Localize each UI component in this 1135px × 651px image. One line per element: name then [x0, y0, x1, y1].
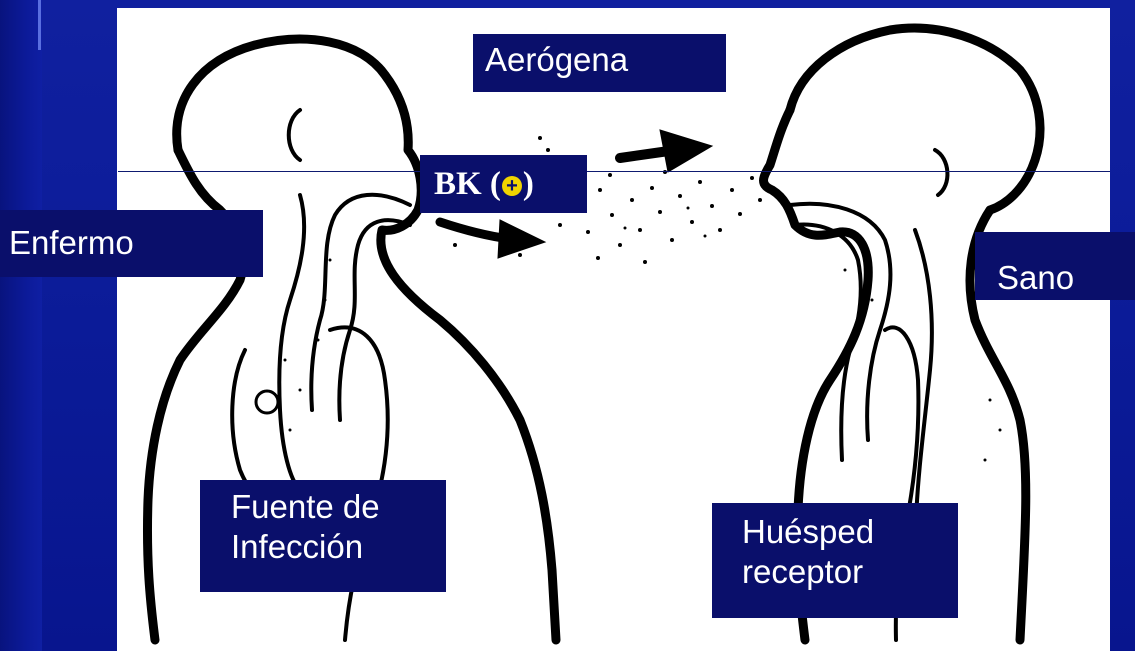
sick-person-ear — [289, 110, 300, 160]
sick-person-throat — [279, 195, 304, 490]
airborne-particles — [284, 136, 1002, 462]
sick-person-airway-back — [339, 220, 410, 420]
fuente-line-2: Infección — [231, 527, 446, 567]
bk-positive-label: BK (+) — [420, 155, 587, 213]
lung-lesion — [256, 391, 278, 413]
fuente-line-1: Fuente de — [231, 487, 446, 527]
huesped-line-1: Huésped — [742, 512, 958, 552]
bk-prefix: BK ( — [434, 166, 501, 202]
arrow-right-icon — [498, 220, 545, 258]
aerogena-label: Aerógena — [473, 34, 726, 92]
horizontal-rule — [118, 171, 1110, 172]
bk-suffix: ) — [523, 166, 534, 202]
healthy-person-hair-outline — [790, 28, 1040, 210]
healthy-person-airway-back — [795, 225, 861, 460]
enfermo-label: Enfermo — [0, 210, 263, 277]
fuente-infeccion-label: Fuente de Infección — [200, 480, 446, 592]
plus-circle-icon: + — [502, 176, 522, 196]
sano-label: Sano — [975, 232, 1135, 300]
huesped-receptor-label: Huésped receptor — [712, 503, 958, 618]
arrow-right-icon — [660, 130, 712, 172]
huesped-line-2: receptor — [742, 552, 958, 592]
healthy-person-ear — [935, 150, 947, 195]
